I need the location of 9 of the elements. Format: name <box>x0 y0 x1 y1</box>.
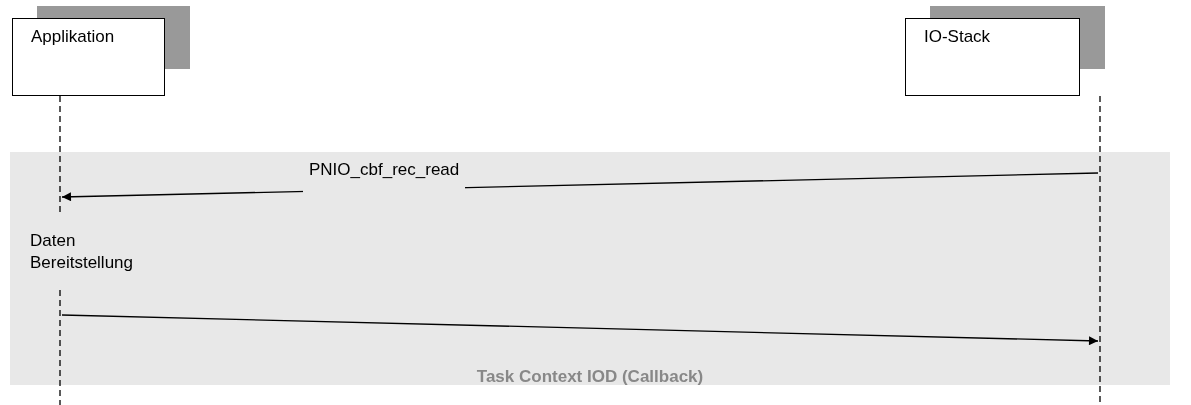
step-note: Daten Bereitstellung <box>30 230 160 288</box>
message-arrow <box>61 172 1099 202</box>
lifeline <box>1098 96 1102 405</box>
message-arrow <box>61 314 1099 346</box>
participant-box: IO-Stack <box>905 18 1080 96</box>
participant-box: Applikation <box>12 18 165 96</box>
lifeline <box>58 290 62 405</box>
band-title: Task Context IOD (Callback) <box>475 367 705 387</box>
context-band <box>10 152 1170 385</box>
